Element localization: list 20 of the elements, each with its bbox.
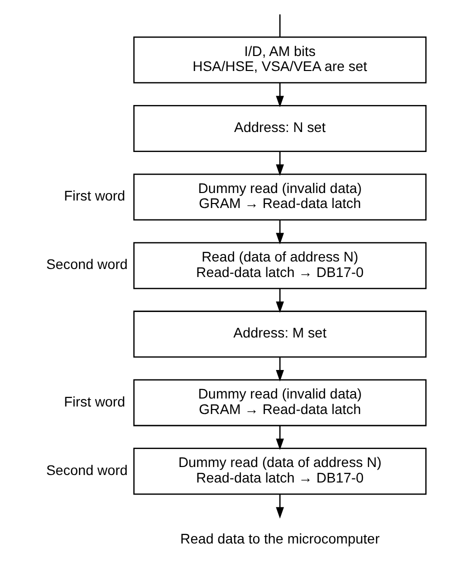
node-box: Address: N set xyxy=(132,105,426,152)
node-box: Address: M set xyxy=(132,310,426,358)
node-box: I/D, AM bits HSA/HSE, VSA/VEA are set xyxy=(132,36,426,84)
node-box: Read (data of address N) Read-data latch → DB17-0 xyxy=(132,242,426,290)
node-box: Dummy read (data of address N) Read-data latch → DB17-0 xyxy=(132,448,426,495)
node-label: First word xyxy=(63,393,125,410)
arrow xyxy=(275,151,284,176)
arrow xyxy=(275,220,284,244)
arrow xyxy=(275,357,284,382)
node-label: Second word xyxy=(46,256,128,272)
node-box: Dummy read (invalid data) GRAM → Read-data latch xyxy=(132,174,426,221)
node-label: First word xyxy=(63,188,125,204)
arrow xyxy=(275,288,284,313)
arrow xyxy=(275,494,284,519)
arrow xyxy=(275,426,284,450)
arrow xyxy=(275,82,284,108)
connector xyxy=(278,14,280,37)
node-text: Read data to the microcomputer xyxy=(180,530,380,546)
node-box: Dummy read (invalid data) GRAM → Read-data latch xyxy=(132,379,426,426)
node-label: Second word xyxy=(46,462,128,478)
